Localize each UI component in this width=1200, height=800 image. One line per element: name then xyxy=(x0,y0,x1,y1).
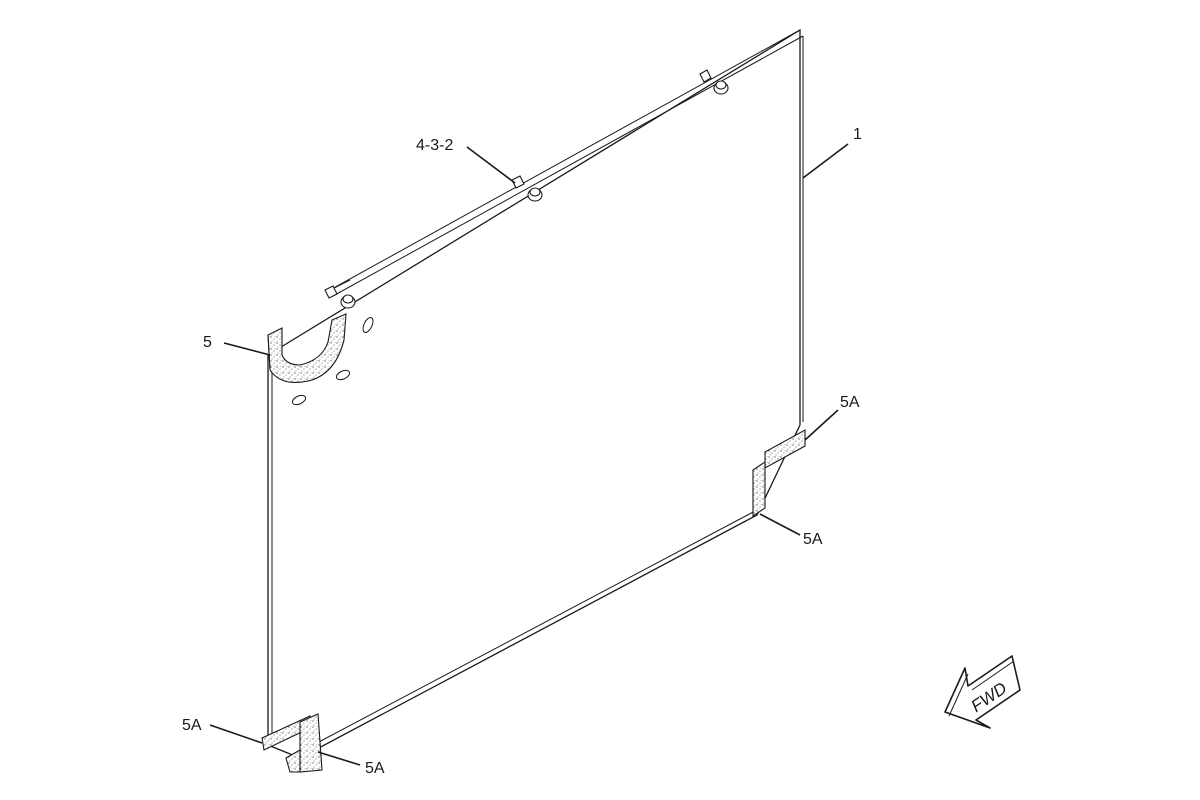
callout-strip-right-upper: 5A xyxy=(840,394,860,411)
callout-strip-right-lower: 5A xyxy=(803,531,823,548)
callout-strip-bottom-foot: 5A xyxy=(365,760,385,777)
panel xyxy=(267,28,804,759)
callout-panel: 1 xyxy=(853,126,862,143)
leader-lines xyxy=(209,143,849,766)
seal-u-shape xyxy=(267,313,347,383)
callout-seal-left: 5 xyxy=(203,334,212,351)
bolt-middle xyxy=(511,175,543,202)
bolt-top-right xyxy=(699,69,729,95)
callout-strip-bottom-left: 5A xyxy=(182,717,202,734)
callout-labels: 4-3-2 1 5 5A 5A 5A 5A xyxy=(182,126,862,777)
strip-bottom-foot xyxy=(285,713,323,773)
bolt-hardware xyxy=(324,69,729,309)
strip-right-lower xyxy=(752,460,766,518)
callout-bolts: 4-3-2 xyxy=(416,137,453,154)
panel-slots xyxy=(291,317,374,406)
bolt-left xyxy=(324,285,356,309)
forward-arrow-icon: FWD xyxy=(944,655,1021,729)
